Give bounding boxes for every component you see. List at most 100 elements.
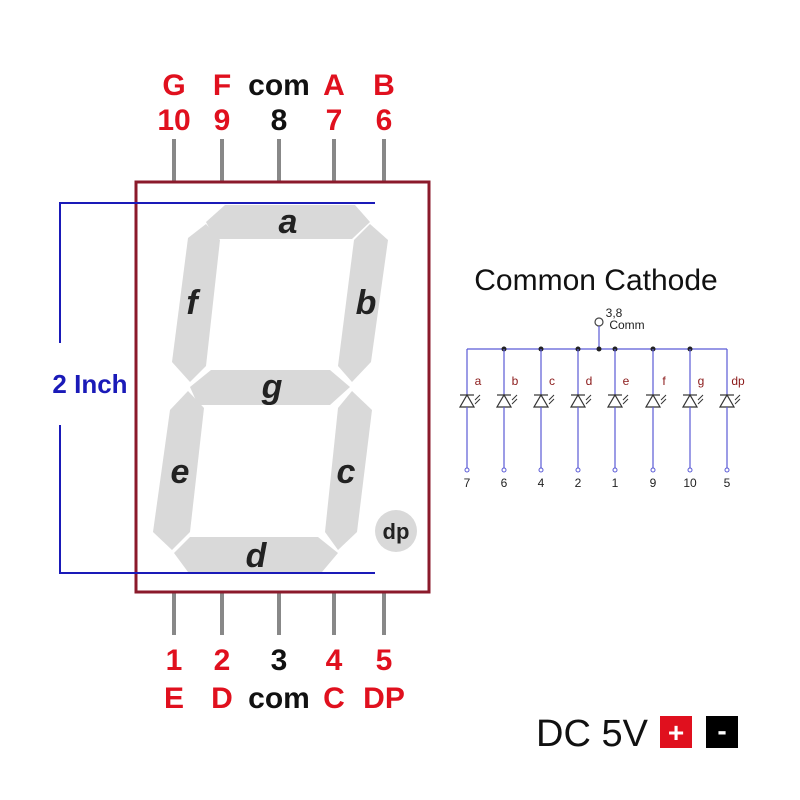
- top-pin-leads: [172, 139, 386, 182]
- led-pin-number: 10: [683, 476, 697, 490]
- led-segment-label: b: [512, 374, 519, 388]
- led-segment-label: g: [698, 374, 705, 388]
- led-diode-icon: [644, 393, 662, 408]
- top-pin-name: G: [162, 69, 185, 102]
- power-label: DC 5V: [536, 713, 649, 755]
- led-pin-number: 1: [612, 476, 619, 490]
- led-emission-arrow: [511, 394, 518, 401]
- top-pin-name: com: [248, 69, 310, 102]
- led-emission-arrow: [511, 398, 518, 405]
- bottom-pin-leads: [172, 592, 386, 635]
- top-pin-number: 8: [271, 104, 288, 137]
- led-emission-arrow: [474, 394, 481, 401]
- led-emission-arrow: [548, 398, 555, 405]
- top-pin-number: 6: [376, 104, 393, 137]
- led-segment-label: e: [623, 374, 630, 388]
- segment-b: [338, 224, 388, 382]
- segment-f: [172, 224, 220, 382]
- led-diode-icon: [606, 393, 624, 408]
- dimension-bracket-bottom: [59, 425, 375, 574]
- led-diode-icon: [495, 393, 513, 408]
- led-pin-terminal: [650, 467, 656, 473]
- segment-label-f: f: [186, 284, 201, 322]
- bottom-pin-name: DP: [363, 682, 405, 715]
- led-pin-number: 6: [501, 476, 508, 490]
- top-pin-name: F: [213, 69, 231, 102]
- led-diode-icon: [532, 393, 550, 408]
- common-pins-label: 3,8: [606, 306, 623, 320]
- led-emission-arrow: [474, 398, 481, 405]
- common-terminal: [594, 317, 604, 327]
- bottom-pin-number: 1: [166, 644, 183, 677]
- bottom-pin-name: com: [248, 682, 310, 715]
- segment-c: [325, 391, 372, 550]
- minus-badge: [706, 716, 738, 748]
- top-pin-name: A: [323, 69, 345, 102]
- schematic-title: Common Cathode: [474, 264, 717, 297]
- segment-label-d: d: [246, 537, 268, 575]
- led-pin-number: 7: [464, 476, 471, 490]
- plus-badge: [660, 716, 692, 748]
- led-emission-arrow: [734, 398, 741, 405]
- led-emission-arrow: [734, 394, 741, 401]
- led-segment-label: d: [586, 374, 593, 388]
- bottom-pin-number: 5: [376, 644, 393, 677]
- led-diode-icon: [681, 393, 699, 408]
- led-segment-label: c: [549, 374, 555, 388]
- bottom-pin-number: 3: [271, 644, 288, 677]
- led-pin-terminal: [687, 467, 693, 473]
- led-segment-label: dp: [731, 374, 745, 388]
- led-emission-arrow: [548, 394, 555, 401]
- top-pin-number: 9: [214, 104, 231, 137]
- top-pin-name: B: [373, 69, 395, 102]
- segment-label-dp: dp: [383, 519, 410, 544]
- led-emission-arrow: [622, 394, 629, 401]
- bottom-pin-number: 2: [214, 644, 231, 677]
- segment-e: [153, 391, 204, 550]
- led-emission-arrow: [660, 394, 667, 401]
- minus-icon: -: [717, 715, 726, 746]
- led-pin-terminal: [464, 467, 470, 473]
- plus-icon: +: [668, 717, 684, 748]
- led-pin-number: 4: [538, 476, 545, 490]
- common-label: Comm: [609, 318, 644, 332]
- led-emission-arrow: [697, 398, 704, 405]
- segment-dp: [375, 510, 417, 552]
- segment-a: [206, 205, 370, 239]
- bottom-pin-name: D: [211, 682, 233, 715]
- led-pin-terminal: [724, 467, 730, 473]
- led-emission-arrow: [622, 398, 629, 405]
- led-pin-terminal: [612, 467, 618, 473]
- segment-label-c: c: [337, 453, 356, 491]
- top-pin-number: 10: [157, 104, 190, 137]
- bottom-pin-name: C: [323, 682, 345, 715]
- led-pin-number: 9: [650, 476, 657, 490]
- dimension-label: 2 Inch: [52, 369, 127, 399]
- segment-d: [174, 537, 338, 572]
- segment-g: [190, 370, 350, 405]
- led-pin-terminal: [575, 467, 581, 473]
- segment-label-b: b: [356, 284, 377, 322]
- led-pin-number: 5: [724, 476, 731, 490]
- led-emission-arrow: [697, 394, 704, 401]
- segment-label-g: g: [261, 368, 283, 406]
- bottom-pin-name: E: [164, 682, 184, 715]
- bottom-pin-number: 4: [326, 644, 343, 677]
- dimension-bracket-top: [59, 202, 375, 343]
- led-emission-arrow: [660, 398, 667, 405]
- led-diode-icon: [458, 393, 476, 408]
- led-segment-label: f: [662, 374, 666, 388]
- top-pin-number: 7: [326, 104, 343, 137]
- led-emission-arrow: [585, 398, 592, 405]
- led-diode-icon: [718, 393, 736, 408]
- segment-label-a: a: [279, 203, 298, 241]
- led-pin-number: 2: [575, 476, 582, 490]
- segment-label-e: e: [171, 453, 190, 491]
- junction-dot: [596, 346, 602, 352]
- led-emission-arrow: [585, 394, 592, 401]
- led-pin-terminal: [538, 467, 544, 473]
